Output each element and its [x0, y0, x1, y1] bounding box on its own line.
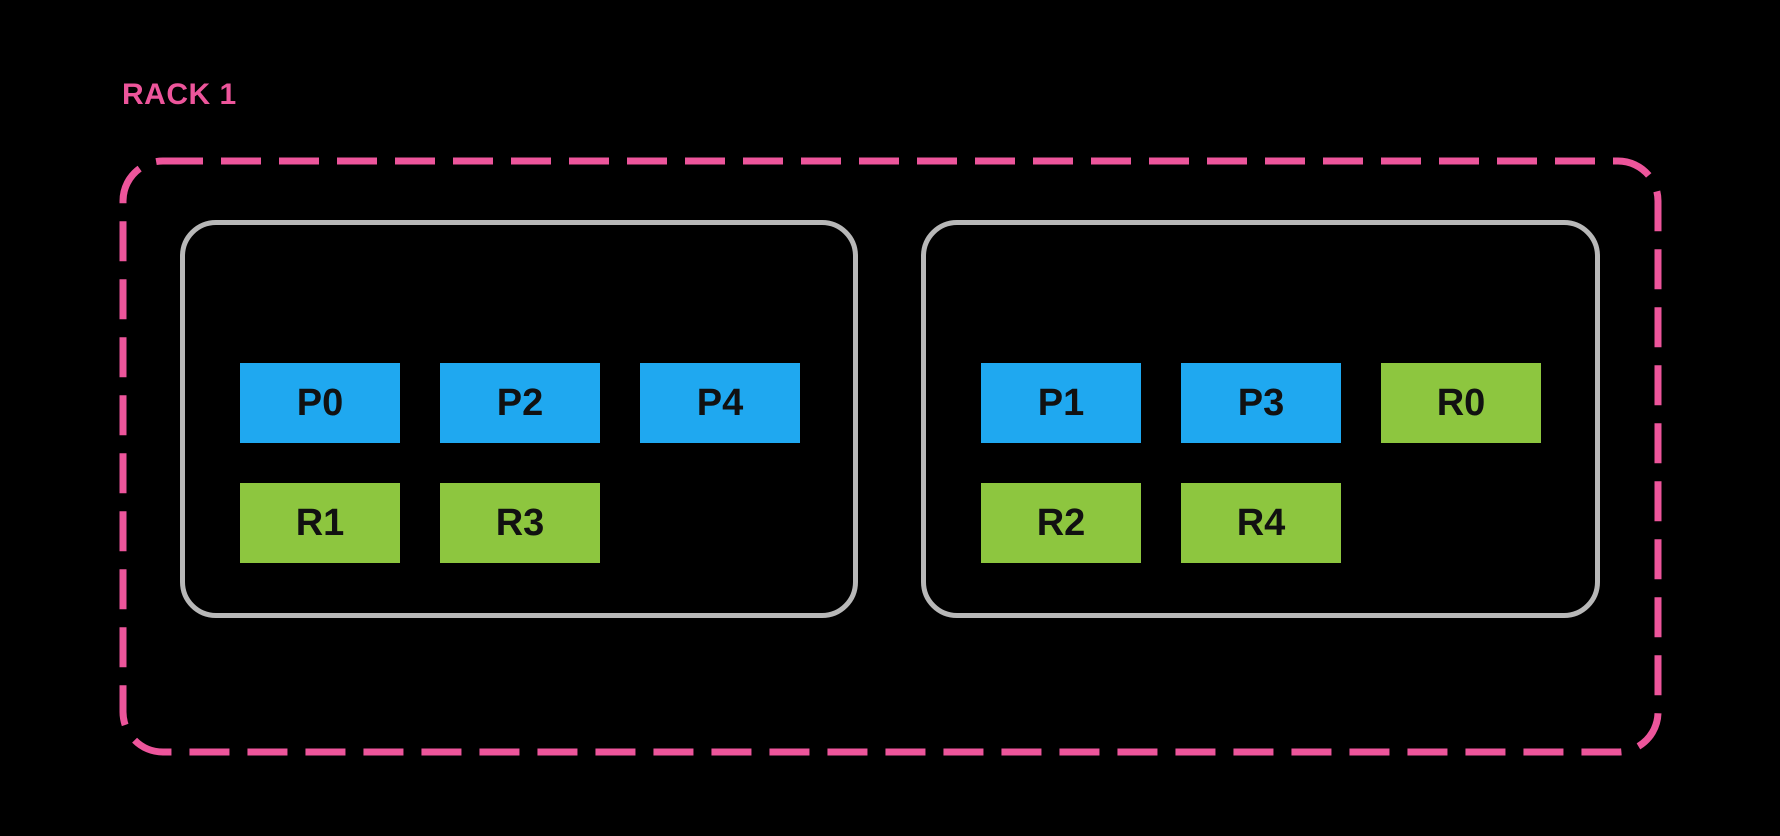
shard-box-p2: P2: [440, 363, 600, 443]
node-container-right: P1 P3 R0 R2 R4: [921, 220, 1600, 618]
shard-box-r3: R3: [440, 483, 600, 563]
shard-box-p1: P1: [981, 363, 1141, 443]
rack-title: RACK 1: [122, 78, 237, 111]
shard-box-r1: R1: [240, 483, 400, 563]
shard-box-r2: R2: [981, 483, 1141, 563]
shard-box-p3: P3: [1181, 363, 1341, 443]
shard-box-r4: R4: [1181, 483, 1341, 563]
node-container-left: P0 P2 P4 R1 R3: [180, 220, 858, 618]
shard-box-r0: R0: [1381, 363, 1541, 443]
shard-box-p4: P4: [640, 363, 800, 443]
shard-box-p0: P0: [240, 363, 400, 443]
